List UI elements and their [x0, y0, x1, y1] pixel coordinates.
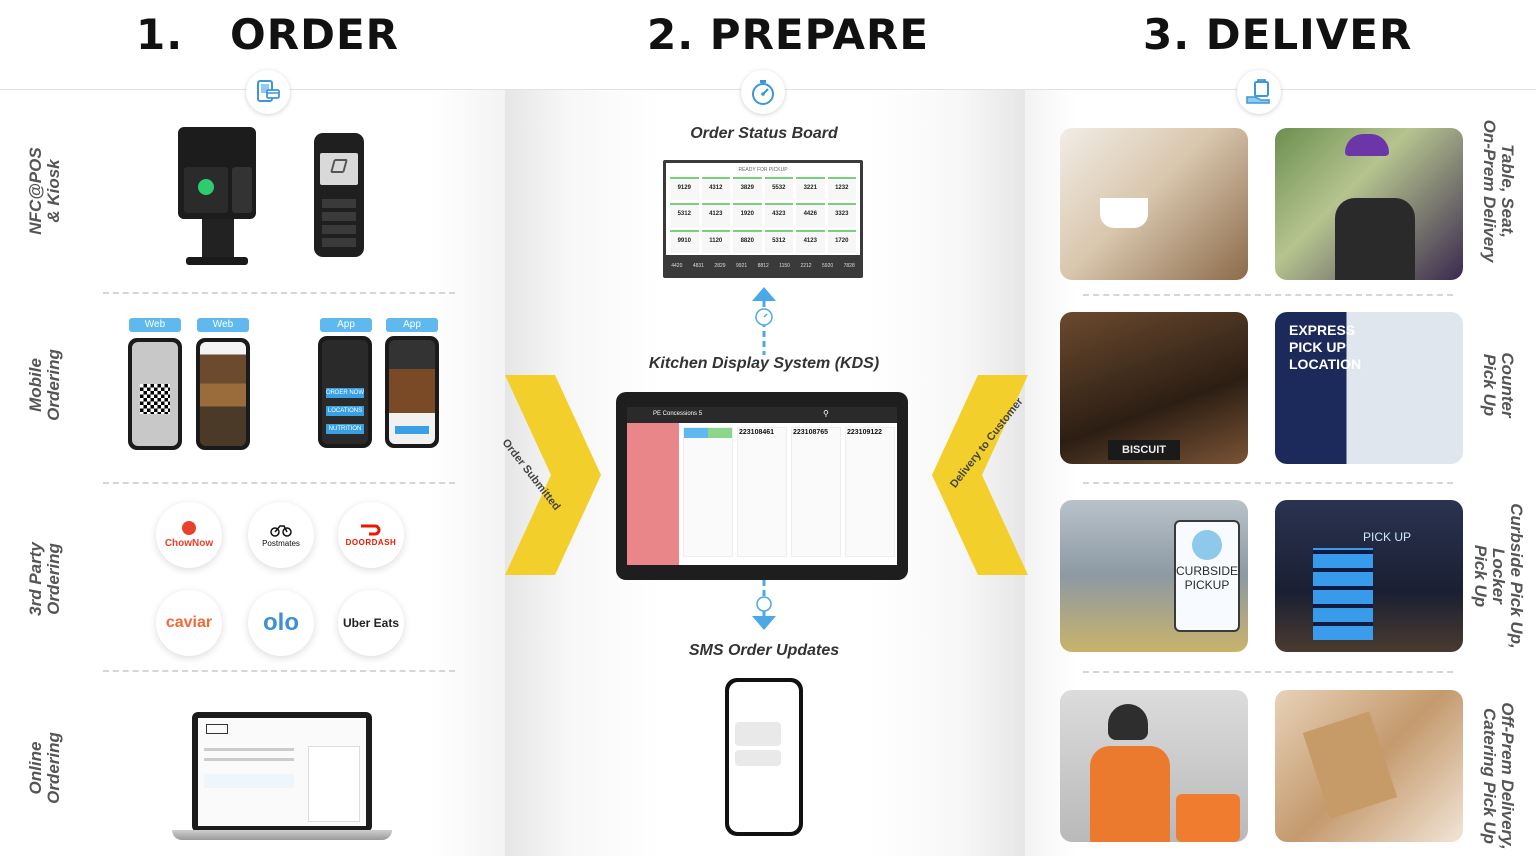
kds-order-number: 223108461 [739, 429, 775, 436]
sms-phone [725, 678, 803, 836]
kds-order-number: 223109122 [847, 429, 883, 436]
board-order-number: 4123 [796, 229, 825, 253]
board-order-number: 4426 [796, 203, 825, 227]
row-label-table-seat: Table, Seat,On-Prem Delivery [1480, 119, 1517, 263]
tap-to-pay-icon [246, 70, 290, 114]
pill-app: App [386, 318, 438, 332]
search-icon[interactable]: ⚲ [823, 409, 829, 418]
card-terminal [314, 133, 364, 257]
board-order-number: 9910 [670, 229, 699, 253]
caption-kds: Kitchen Display System (KDS) [648, 355, 880, 372]
biscuit-sign: BISCUIT [1108, 440, 1180, 460]
board-footer-number: 7828 [843, 263, 855, 269]
order-now-button[interactable]: ORDER NOW [326, 388, 364, 398]
chevron-order-submitted: Order Submitted [500, 375, 605, 575]
locations-button[interactable]: LOCATIONS [326, 406, 364, 416]
logo-olo: olo [248, 590, 314, 656]
photo-table-delivery [1060, 128, 1248, 280]
nutrition-button[interactable]: NUTRITION [326, 424, 364, 434]
board-order-number: 1920 [733, 203, 762, 227]
board-order-number: 1720 [827, 229, 856, 253]
kds-order-number: 223108765 [793, 429, 829, 436]
logo-caviar: caviar [156, 590, 222, 656]
logo-postmates: Postmates [248, 502, 314, 568]
qr-code-icon [140, 384, 170, 414]
phone-app-food [385, 336, 439, 448]
step-title-prepare: 2. PREPARE [647, 10, 930, 59]
board-order-number: 5532 [764, 177, 793, 201]
curbside-sign: CURBSIDE PICKUP [1176, 564, 1239, 592]
board-footer: 4420 4831 2829 9921 8812 1150 2212 5920 7828 [666, 258, 860, 274]
board-order-number: 5312 [670, 203, 699, 227]
locker-pickup-sign: PICK UP [1363, 530, 1412, 544]
phone-app-home: ORDER NOW LOCATIONS NUTRITION [318, 336, 372, 448]
row-divider [1083, 671, 1453, 673]
row-divider [103, 482, 455, 484]
chevron-delivery: Delivery to Customer [928, 375, 1028, 575]
step-title-deliver: 3. DELIVER [1143, 10, 1413, 59]
phone-web-menu [196, 338, 250, 450]
board-order-number: 3323 [827, 203, 856, 227]
photo-catering-pickup [1275, 690, 1463, 842]
caption-sms: SMS Order Updates [688, 642, 840, 659]
board-footer-number: 4831 [692, 263, 704, 269]
board-footer-number: 2829 [714, 263, 726, 269]
board-header: READY FOR PICKUP [738, 167, 788, 173]
board-order-number: 4123 [701, 203, 730, 227]
kds-tablet: PE Concessions 5 ⚲ 223108461 223108765 2… [616, 392, 908, 580]
board-order-number: 1232 [827, 177, 856, 201]
arrow-up-to-board [752, 287, 776, 357]
board-footer-number: 1150 [779, 263, 790, 269]
step-title-order: 1. ORDER [136, 10, 399, 59]
photo-counter-biscuit: BISCUIT [1060, 312, 1248, 464]
caption-order-status-board: Order Status Board [690, 125, 838, 142]
row-divider [1083, 482, 1453, 484]
kds-title: PE Concessions 5 [653, 411, 703, 417]
arrow-down-to-sms [752, 580, 776, 630]
photo-seat-delivery [1275, 128, 1463, 280]
board-order-number: 4323 [764, 203, 793, 227]
kiosk-device [172, 127, 262, 267]
board-footer-number: 2212 [800, 263, 812, 269]
logo-uber-eats: Uber Eats [338, 590, 404, 656]
row-divider [103, 670, 455, 672]
board-footer-number: 9921 [736, 263, 748, 269]
logo-chownow: ChowNow [156, 502, 222, 568]
board-order-number: 3221 [796, 177, 825, 201]
board-order-number: 5312 [764, 229, 793, 253]
photo-curbside: CURBSIDE PICKUP [1060, 500, 1248, 652]
board-order-number: 4312 [701, 177, 730, 201]
board-footer-number: 4420 [671, 263, 683, 269]
express-pickup-sign: EXPRESS PICK UP LOCATION [1289, 322, 1362, 372]
board-order-number: 8820 [733, 229, 762, 253]
photo-locker-pickup: PICK UP [1275, 500, 1463, 652]
board-order-number: 3829 [733, 177, 762, 201]
board-order-number: 1120 [701, 229, 730, 253]
photo-offprem-delivery [1060, 690, 1248, 842]
row-divider [1083, 294, 1453, 296]
row-divider [103, 292, 455, 294]
photo-express-pickup: EXPRESS PICK UP LOCATION [1275, 312, 1463, 464]
pill-web: Web [197, 318, 249, 332]
logo-doordash: DOORDASH [338, 502, 404, 568]
row-label-offprem: Off-Prem Delivery,Catering Pick Up [1480, 702, 1517, 850]
kds-sidebar [627, 423, 679, 565]
row-label-nfc: NFC@POS& Kiosk [26, 147, 63, 235]
board-footer-number: 5920 [822, 263, 834, 269]
board-footer-number: 8812 [757, 263, 769, 269]
hand-bag-icon [1237, 70, 1281, 114]
pill-app: App [320, 318, 372, 332]
stopwatch-icon [741, 70, 785, 114]
board-order-number: 9129 [670, 177, 699, 201]
laptop-online-ordering [172, 712, 392, 842]
pill-web: Web [129, 318, 181, 332]
phone-web-qr [128, 338, 182, 450]
